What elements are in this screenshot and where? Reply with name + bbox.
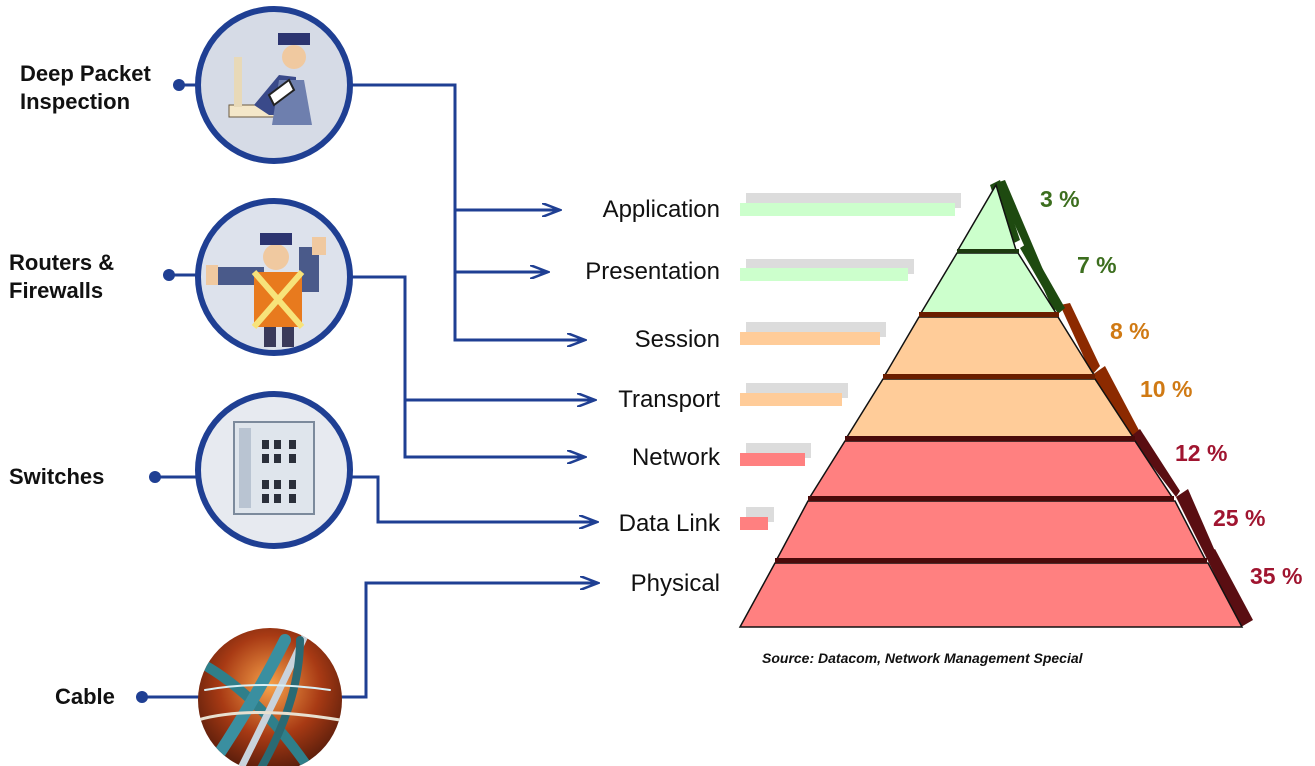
connector-switches — [350, 475, 597, 522]
label-routers-firewalls: Routers & Firewalls — [9, 250, 115, 303]
percent-datalink: 25 % — [1213, 505, 1266, 531]
source-note: Source: Datacom, Network Management Spec… — [762, 650, 1083, 666]
connector-dpi — [350, 83, 585, 340]
percent-physical: 35 % — [1250, 563, 1303, 589]
label-deep-packet-inspection: Deep Packet Inspection — [20, 61, 151, 114]
layer-label-application: Application — [602, 196, 720, 223]
percent-network: 12 % — [1175, 440, 1228, 466]
pyramid-sides — [990, 180, 1253, 627]
layer-label-presentation: Presentation — [585, 258, 720, 285]
connector-routers — [350, 275, 585, 457]
layer-label-network: Network — [631, 444, 720, 471]
traffic-officer-icon — [206, 233, 326, 347]
layer-label-transport: Transport — [618, 386, 720, 413]
label-cable: Cable — [55, 684, 115, 709]
percent-presentation: 7 % — [1077, 252, 1117, 278]
switch-device-icon — [233, 421, 315, 515]
connector-cable — [310, 583, 598, 699]
inspector-icon — [228, 33, 312, 125]
switches-connector-dot — [149, 471, 161, 483]
tier-physical — [738, 562, 1244, 628]
cable-connector-dot — [136, 691, 148, 703]
layer-label-datalink: Data Link — [618, 510, 720, 537]
percent-application: 3 % — [1040, 186, 1080, 212]
tier-network — [808, 440, 1174, 498]
tier-transport — [845, 378, 1135, 438]
bar-group — [740, 193, 961, 530]
routers-connector-dot — [163, 269, 175, 281]
dpi-connector-dot — [173, 79, 185, 91]
percent-session: 8 % — [1110, 318, 1150, 344]
label-switches: Switches — [9, 464, 105, 489]
tier-session — [883, 316, 1096, 376]
tier-datalink — [775, 500, 1207, 560]
fiber-cable-icon — [198, 628, 342, 766]
layer-label-physical: Physical — [630, 570, 720, 597]
layer-label-session: Session — [634, 326, 720, 353]
percent-transport: 10 % — [1140, 376, 1193, 402]
